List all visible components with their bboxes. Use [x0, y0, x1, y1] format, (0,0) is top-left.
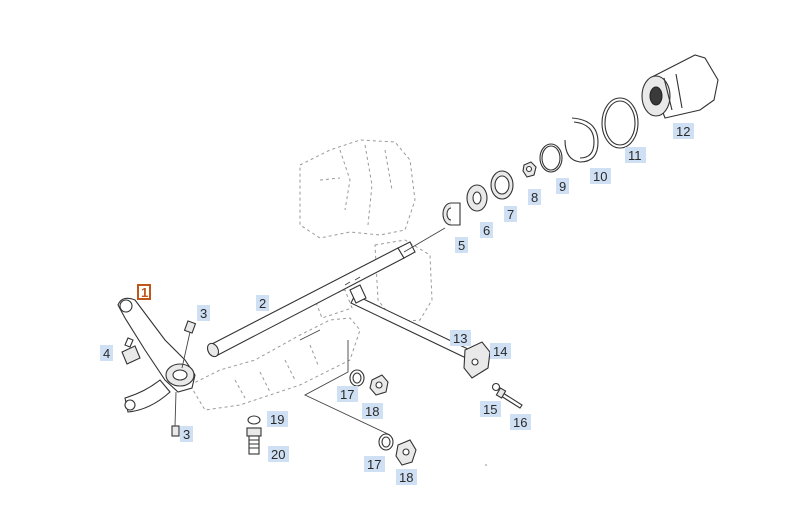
bracket-14	[463, 341, 491, 379]
callout-16[interactable]: 16	[510, 414, 531, 430]
callout-6[interactable]: 6	[480, 222, 493, 238]
callout-1[interactable]: 1	[137, 284, 151, 300]
leader-lines	[299, 329, 391, 436]
clip-4	[121, 337, 141, 365]
callout-3-top[interactable]: 3	[197, 305, 210, 321]
callout-9[interactable]: 9	[556, 178, 569, 194]
ring-7	[490, 170, 514, 200]
callout-8-label: 8	[531, 190, 538, 205]
callout-2-label: 2	[259, 296, 266, 311]
linkage-rod	[349, 284, 471, 359]
callout-19-label: 19	[270, 412, 284, 427]
callout-8[interactable]: 8	[528, 189, 541, 205]
callout-15[interactable]: 15	[480, 401, 501, 417]
washer-6	[466, 184, 488, 212]
nut-8	[522, 161, 537, 178]
callout-16-label: 16	[513, 415, 527, 430]
fitting-20	[246, 427, 262, 455]
callout-7-label: 7	[507, 207, 514, 222]
callout-18-upper-label: 18	[365, 404, 379, 419]
washer-19	[247, 415, 261, 425]
callout-12-label: 12	[676, 124, 690, 139]
callout-17-lower-label: 17	[367, 457, 381, 472]
washer-17-upper	[349, 369, 365, 387]
callout-5-label: 5	[458, 238, 465, 253]
bolt-3-top	[181, 320, 197, 369]
callout-4-label: 4	[103, 346, 110, 361]
callout-10[interactable]: 10	[590, 168, 611, 184]
bolt-3-bottom	[171, 391, 180, 437]
callout-5[interactable]: 5	[455, 237, 468, 253]
callout-20[interactable]: 20	[268, 446, 289, 462]
callout-11-label: 11	[628, 148, 642, 163]
washer-17-lower	[378, 433, 394, 451]
callout-3-bottom[interactable]: 3	[180, 426, 193, 442]
callout-7[interactable]: 7	[504, 206, 517, 222]
callout-1-label: 1	[141, 285, 148, 300]
shift-fork	[117, 297, 196, 413]
bolt-16	[495, 387, 523, 409]
plug-18-lower	[395, 439, 417, 466]
callout-4[interactable]: 4	[100, 345, 113, 361]
callout-13-label: 13	[453, 331, 467, 346]
callout-17-upper-label: 17	[340, 387, 354, 402]
callout-10-label: 10	[593, 169, 607, 184]
callout-19[interactable]: 19	[267, 411, 288, 427]
callout-18-lower[interactable]: 18	[396, 469, 417, 485]
callout-9-label: 9	[559, 179, 566, 194]
cylinder-12	[641, 54, 719, 119]
callout-3-bottom-label: 3	[183, 427, 190, 442]
seal-ring-11	[601, 97, 639, 149]
callout-11[interactable]: 11	[625, 147, 646, 163]
shift-rod	[206, 227, 446, 358]
plug-18-upper	[369, 374, 389, 396]
stray-dot	[485, 464, 487, 466]
callout-18-lower-label: 18	[399, 470, 413, 485]
snap-ring-10	[564, 117, 599, 163]
housing-outline	[189, 139, 433, 411]
callout-18-upper[interactable]: 18	[362, 403, 383, 419]
callout-2[interactable]: 2	[256, 295, 269, 311]
o-ring-9	[539, 143, 563, 173]
callout-17-lower[interactable]: 17	[364, 456, 385, 472]
callout-6-label: 6	[483, 223, 490, 238]
bushing-5	[442, 202, 461, 226]
callout-20-label: 20	[271, 447, 285, 462]
callout-17-upper[interactable]: 17	[337, 386, 358, 402]
callout-12[interactable]: 12	[673, 123, 694, 139]
washer-15	[491, 382, 501, 392]
callout-14-label: 14	[493, 344, 507, 359]
callout-13[interactable]: 13	[450, 330, 471, 346]
callout-14[interactable]: 14	[490, 343, 511, 359]
callout-3-top-label: 3	[200, 306, 207, 321]
callout-15-label: 15	[483, 402, 497, 417]
